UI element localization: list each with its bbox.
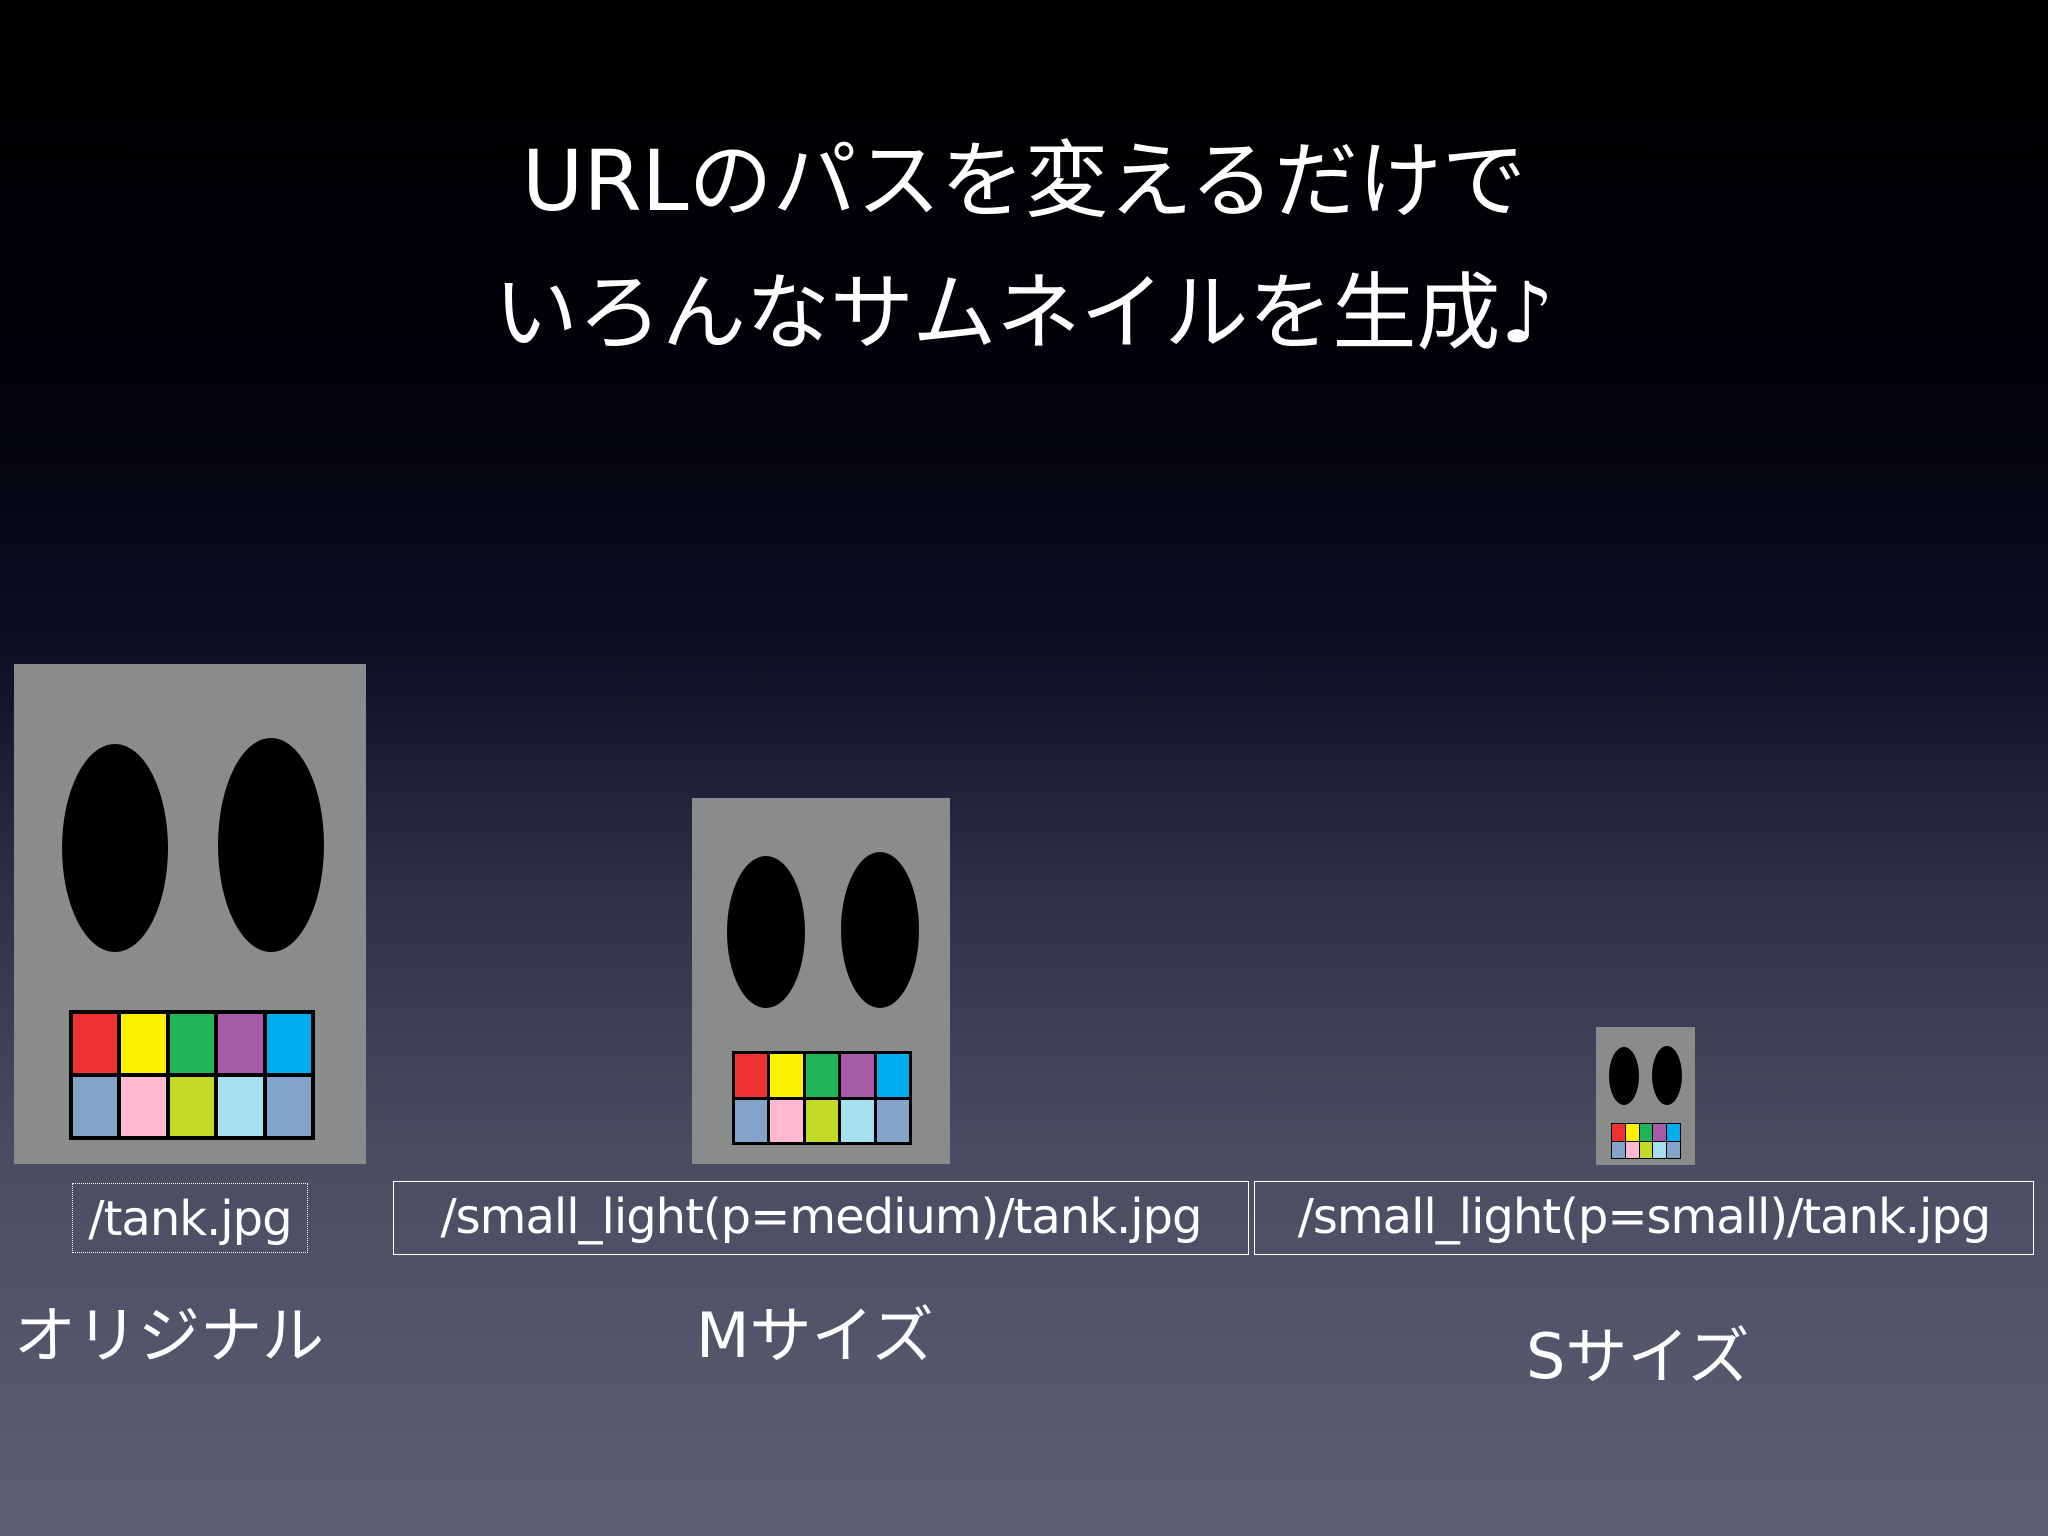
left-eye	[727, 856, 805, 1008]
left-eye	[62, 744, 168, 952]
color-swatch	[73, 1014, 118, 1073]
color-swatch	[841, 1099, 874, 1142]
title-line-1: URLのパスを変えるだけで	[521, 132, 1527, 230]
color-swatch	[876, 1054, 909, 1097]
path-medium: /small_light(p=medium)/tank.jpg	[393, 1181, 1249, 1255]
color-chart	[69, 1010, 315, 1140]
color-swatch	[218, 1077, 263, 1136]
color-swatch	[121, 1077, 166, 1136]
color-swatch	[1612, 1141, 1625, 1158]
color-swatch	[841, 1054, 874, 1097]
right-eye	[218, 738, 324, 952]
color-swatch	[1625, 1141, 1639, 1158]
path-small: /small_light(p=small)/tank.jpg	[1254, 1181, 2034, 1255]
color-swatch	[1625, 1124, 1639, 1141]
color-chart	[1611, 1123, 1681, 1159]
label-medium: Mサイズ	[696, 1299, 934, 1372]
tank-image-original	[14, 664, 366, 1164]
left-eye	[1609, 1047, 1639, 1105]
tank-image-medium	[692, 798, 950, 1164]
right-eye	[841, 852, 919, 1008]
tank-image-small	[1596, 1027, 1695, 1165]
path-original: /tank.jpg	[72, 1183, 308, 1253]
label-original: オリジナル	[14, 1299, 325, 1372]
color-swatch	[805, 1054, 839, 1097]
color-swatch	[735, 1099, 768, 1142]
color-chart	[732, 1051, 912, 1145]
label-small: Sサイズ	[1526, 1320, 1750, 1393]
color-swatch	[73, 1077, 118, 1136]
slide-title: URLのパスを変えるだけで いろんなサムネイルを生成♪	[0, 115, 2048, 379]
color-swatch	[770, 1054, 803, 1097]
color-swatch	[876, 1099, 909, 1142]
color-swatch	[1667, 1141, 1680, 1158]
color-swatch	[805, 1099, 839, 1142]
color-swatch	[266, 1014, 311, 1073]
color-swatch	[266, 1077, 311, 1136]
color-swatch	[1639, 1141, 1653, 1158]
color-swatch	[218, 1014, 263, 1073]
color-swatch	[1653, 1141, 1667, 1158]
color-swatch	[735, 1054, 768, 1097]
title-line-2: いろんなサムネイルを生成♪	[494, 264, 1554, 362]
color-swatch	[169, 1014, 215, 1073]
color-swatch	[1639, 1124, 1653, 1141]
color-swatch	[121, 1014, 166, 1073]
color-swatch	[770, 1099, 803, 1142]
color-swatch	[1612, 1124, 1625, 1141]
color-swatch	[1653, 1124, 1667, 1141]
color-swatch	[1667, 1124, 1680, 1141]
right-eye	[1652, 1046, 1682, 1105]
color-swatch	[169, 1077, 215, 1136]
